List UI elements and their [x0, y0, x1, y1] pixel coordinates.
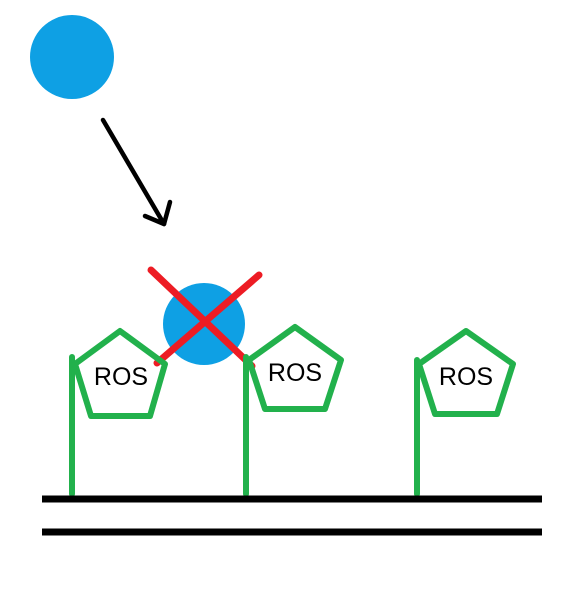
ros-label-2: ROS [268, 359, 322, 387]
cross-icon [147, 266, 263, 370]
ros-pentagon-3 [416, 328, 516, 417]
ros-molecule-2: ROS [243, 324, 344, 497]
free-particle-circle-icon [30, 15, 114, 99]
ros-pentagon-2 [246, 324, 344, 412]
ros-molecule-3: ROS [414, 328, 516, 497]
ros-molecule-1: ROS [69, 328, 168, 497]
ros-label-1: ROS [94, 363, 148, 391]
ros-pentagon-1 [72, 328, 168, 419]
arrow-icon [100, 117, 173, 227]
ros-label-3: ROS [439, 363, 493, 391]
